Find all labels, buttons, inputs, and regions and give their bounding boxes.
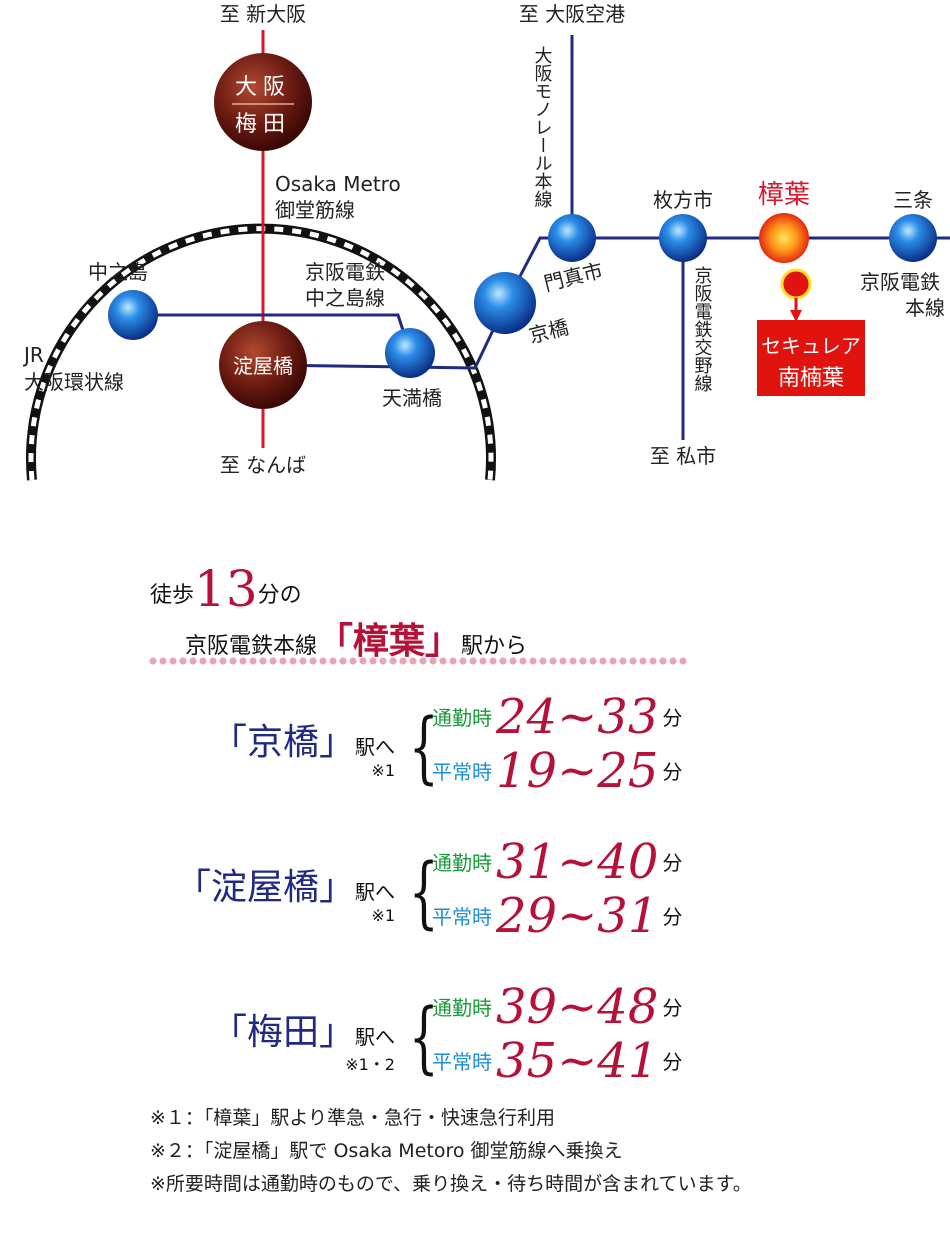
keihan-main-label-2: 本線 bbox=[905, 296, 945, 320]
access-section: 徒歩13分の 京阪電鉄本線「樟葉」駅から 「京橋」駅へ ※1 { 通勤時24~3… bbox=[0, 520, 950, 1240]
route-note: ※1・2 bbox=[345, 1055, 395, 1074]
station-heading: 京阪電鉄本線「樟葉」駅から bbox=[185, 612, 527, 664]
route-note: ※1 bbox=[371, 906, 395, 925]
jr-label-1: JR bbox=[22, 343, 44, 367]
dest-station: 「京橋」駅へ bbox=[210, 722, 395, 763]
dotted-divider bbox=[148, 656, 688, 666]
to-shin-osaka-label: 至 新大阪 bbox=[220, 2, 306, 26]
station-kadomashi[interactable] bbox=[548, 214, 596, 262]
footnote-2: ※２：「淀屋橋」駅で Osaka Metoro 御堂筋線へ乗換え bbox=[150, 1140, 623, 1162]
to-namba-label: 至 なんば bbox=[220, 453, 306, 477]
station-nakanoshima[interactable] bbox=[108, 290, 158, 340]
yodoyabashi-label: 淀屋橋 bbox=[233, 354, 293, 378]
keihan-main-label-1: 京阪電鉄 bbox=[860, 270, 940, 294]
metro-line-label-2: 御堂筋線 bbox=[275, 198, 355, 222]
station-kuzuha[interactable] bbox=[759, 213, 809, 263]
to-kisaichi-label: 至 私市 bbox=[650, 444, 716, 468]
station-umeda[interactable] bbox=[214, 53, 312, 151]
footnote-1: ※１：「樟葉」駅より準急・急行・快速急行利用 bbox=[150, 1107, 556, 1129]
umeda-top-label: 大阪 bbox=[235, 75, 291, 100]
walk-minutes: 13 bbox=[194, 560, 258, 618]
route-map: 至 新大阪 至 なんば 至 大阪空港 至 私市 大阪 梅田 淀屋橋 Osaka … bbox=[22, 2, 950, 481]
line-name: 京阪電鉄本線 bbox=[185, 634, 318, 659]
brace: { bbox=[408, 993, 439, 1083]
origin-station: 「樟葉」 bbox=[317, 621, 462, 662]
monorail-label: 大阪モノレール本線 bbox=[532, 46, 553, 208]
station-kyobashi[interactable] bbox=[474, 272, 536, 334]
dest-station: 「淀屋橋」駅へ bbox=[174, 867, 395, 908]
keihan-nakanoshima-label-2: 中之島線 bbox=[305, 286, 385, 310]
to-osaka-airport-label: 至 大阪空港 bbox=[519, 2, 625, 26]
jr-loop-line bbox=[26, 223, 496, 481]
station-suffix: 駅から bbox=[461, 634, 528, 659]
property-label-1: セキュレア bbox=[761, 334, 861, 358]
route-note: ※1 bbox=[371, 761, 395, 780]
keihan-nakanoshima-label-1: 京阪電鉄 bbox=[305, 260, 385, 284]
station-hirakatashi[interactable] bbox=[659, 214, 707, 262]
property-label-2: 南楠葉 bbox=[778, 366, 844, 391]
walk-prefix: 徒歩 bbox=[150, 583, 195, 608]
hirakatashi-label: 枚方市 bbox=[653, 188, 713, 212]
kyobashi-label: 京橋 bbox=[526, 315, 571, 348]
metro-line-label-1: Osaka Metro bbox=[275, 172, 401, 196]
kuzuha-label: 樟葉 bbox=[758, 180, 810, 210]
footnotes: ※１：「樟葉」駅より準急・急行・快速急行利用 ※２：「淀屋橋」駅で Osaka … bbox=[150, 1102, 752, 1201]
property-marker bbox=[757, 268, 865, 396]
walk-suffix: 分の bbox=[257, 583, 302, 608]
jr-label-2: 大阪環状線 bbox=[24, 370, 124, 394]
footnote-3: ※所要時間は通勤時のもので、乗り換え・待ち時間が含まれています。 bbox=[150, 1173, 752, 1195]
station-sanjo[interactable] bbox=[889, 214, 937, 262]
sanjo-label: 三条 bbox=[893, 188, 933, 212]
brace: { bbox=[408, 848, 439, 938]
walk-heading: 徒歩13分の bbox=[150, 560, 302, 618]
brace: { bbox=[408, 703, 439, 793]
station-temmabashi[interactable] bbox=[385, 328, 435, 378]
umeda-bottom-label: 梅田 bbox=[235, 112, 291, 137]
katano-line-label: 京阪電鉄交野線 bbox=[692, 266, 713, 392]
station-yodoyabashi[interactable] bbox=[219, 321, 307, 409]
nakanoshima-label: 中之島 bbox=[88, 260, 148, 284]
dest-station: 「梅田」駅へ bbox=[210, 1012, 395, 1053]
kadomashi-label: 門真市 bbox=[541, 258, 605, 296]
temmabashi-label: 天満橋 bbox=[382, 386, 442, 410]
